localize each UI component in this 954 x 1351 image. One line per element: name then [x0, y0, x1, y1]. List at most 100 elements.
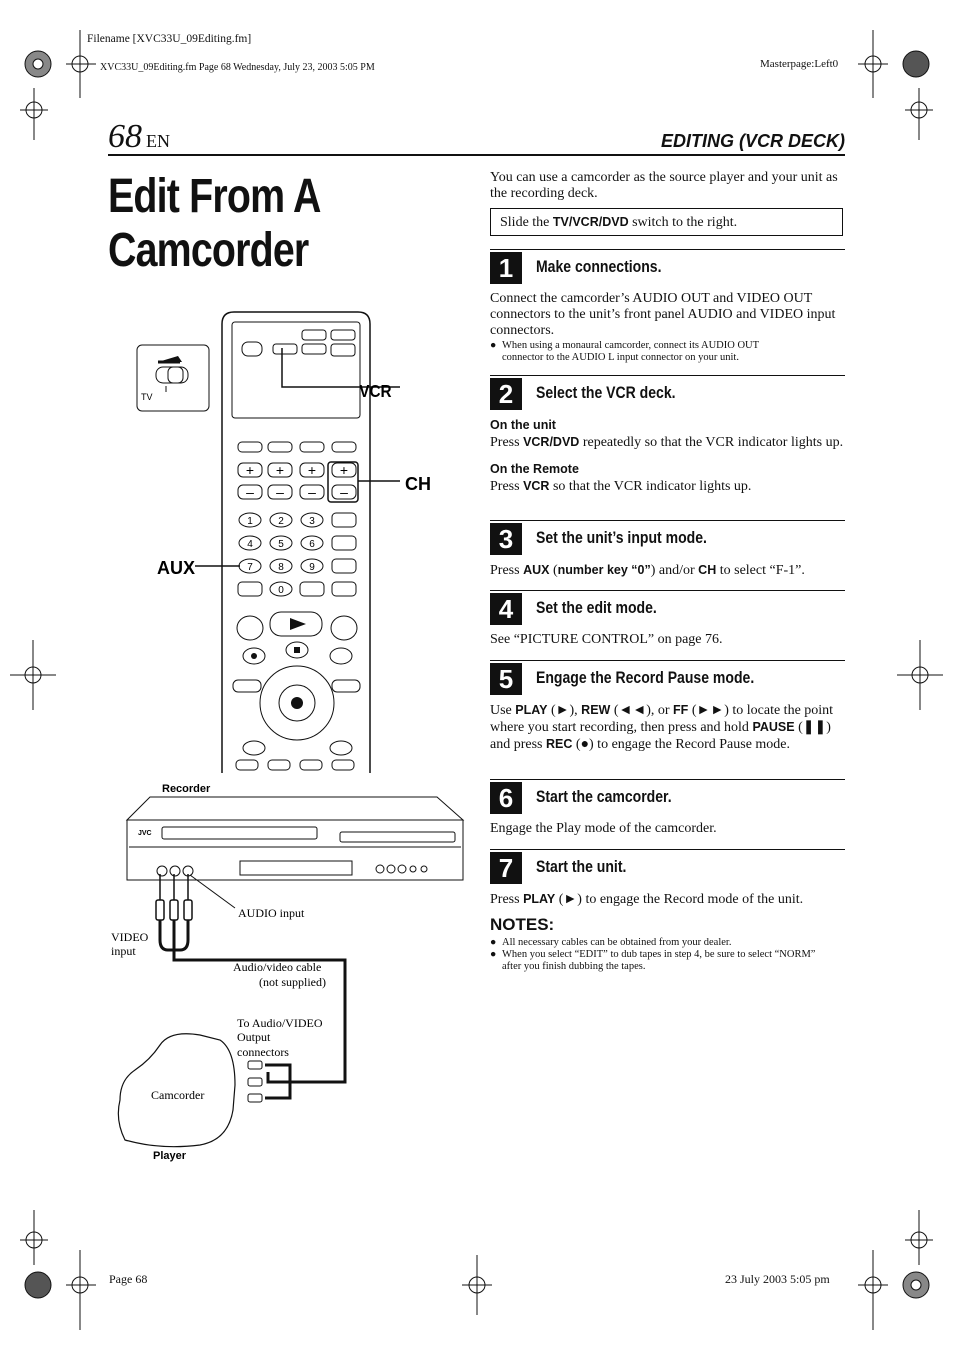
- step-rule: [490, 249, 845, 250]
- cable-label-1: Audio/video cable: [233, 960, 321, 974]
- video-input-label-1: VIDEO: [111, 930, 149, 944]
- header-fileinfo: XVC33U_09Editing.fm Page 68 Wednesday, J…: [100, 62, 375, 73]
- to-av-label-2: Output: [237, 1030, 271, 1044]
- on-unit-heading: On the unit: [490, 418, 556, 432]
- step-rule: [490, 660, 845, 661]
- section-title: EDITING (VCR DECK): [661, 131, 845, 151]
- switch-instruction-box: Slide the TV/VCR/DVD switch to the right…: [490, 208, 843, 236]
- step-number: 3: [490, 523, 522, 555]
- title-line-2: Camcorder: [108, 224, 309, 277]
- note-item: When you select “EDIT” to dub tapes in s…: [502, 949, 816, 972]
- tv-vcr-switch-inset: [136, 344, 210, 412]
- step-number: 7: [490, 852, 522, 884]
- text-bold: AUX: [523, 563, 550, 577]
- text: Use: [490, 703, 516, 718]
- video-input-label-2: input: [111, 944, 136, 958]
- svg-text:–: –: [308, 484, 316, 500]
- svg-text:5: 5: [278, 539, 284, 550]
- page-number: 68: [108, 118, 142, 155]
- notes-heading: NOTES:: [490, 915, 555, 934]
- step1-note-text: When using a monaural camcorder, connect…: [502, 340, 759, 363]
- svg-text:2: 2: [278, 516, 284, 527]
- text: Press: [490, 479, 524, 494]
- header-masterpage: Masterpage:Left0: [760, 58, 839, 70]
- text: so that the VCR indicator lights up.: [549, 479, 752, 494]
- text-bold: REC: [546, 737, 573, 751]
- header-filename: Filename [XVC33U_09Editing.fm]: [87, 33, 252, 45]
- svg-text:1: 1: [247, 516, 253, 527]
- box-text-post: switch to the right.: [628, 215, 738, 230]
- step-number: 6: [490, 782, 522, 814]
- svg-text:+: +: [340, 462, 348, 478]
- step-number: 4: [490, 593, 522, 625]
- svg-text:6: 6: [309, 539, 315, 550]
- connection-diagram: TV ++++ ––––: [111, 311, 465, 1162]
- svg-text:+: +: [246, 462, 254, 478]
- text: (◄◄), or: [610, 703, 674, 718]
- step-heading: Select the VCR deck.: [536, 384, 676, 402]
- cable-label-2: (not supplied): [259, 975, 326, 989]
- text-bold: REW: [581, 703, 611, 717]
- svg-text:+: +: [308, 462, 316, 478]
- text: (►) to engage the Record mode of the uni…: [555, 892, 804, 907]
- svg-text:9: 9: [309, 562, 315, 573]
- text: (: [549, 563, 558, 578]
- step-rule: [490, 520, 845, 521]
- step-heading: Start the unit.: [536, 858, 627, 876]
- text-bold: VCR/DVD: [523, 435, 580, 449]
- text: to select “F-1”.: [716, 563, 805, 578]
- box-text-pre: Slide the: [500, 215, 553, 230]
- callout-vcr: VCR: [359, 381, 391, 401]
- step6-body: Engage the Play mode of the camcorder.: [490, 821, 717, 836]
- text: (❚❚) and press: [490, 720, 831, 752]
- to-av-label-1: To Audio/VIDEO: [237, 1016, 323, 1030]
- title-line-1: Edit From A: [108, 170, 321, 223]
- callout-aux: AUX: [157, 558, 195, 578]
- step-rule: [490, 590, 845, 591]
- step5-body: Use PLAY (►), REW (◄◄), or FF (►►) to lo…: [490, 702, 845, 753]
- text: Press: [490, 892, 524, 907]
- on-remote-heading: On the Remote: [490, 462, 579, 476]
- text: ) and/or: [650, 563, 699, 578]
- svg-text:0: 0: [278, 585, 284, 596]
- svg-text:4: 4: [247, 539, 253, 550]
- footer-page: Page 68: [109, 1272, 148, 1286]
- svg-text:3: 3: [309, 516, 315, 527]
- step-heading: Engage the Record Pause mode.: [536, 669, 755, 687]
- text: (●) to engage the Record Pause mode.: [572, 737, 791, 752]
- tv-label: TV: [141, 392, 153, 402]
- svg-text:+: +: [276, 462, 284, 478]
- text: (►),: [547, 703, 582, 718]
- step7-body: Press PLAY (►) to engage the Record mode…: [490, 891, 845, 908]
- box-text-bold: TV/VCR/DVD: [552, 215, 629, 229]
- callout-ch: CH: [405, 474, 431, 494]
- page-title: Edit From A Camcorder: [108, 170, 452, 278]
- text-bold: PLAY: [515, 703, 548, 717]
- to-av-label-3: connectors: [237, 1045, 289, 1059]
- page-language: EN: [146, 131, 170, 151]
- step2-body: On the unit Press VCR/DVD repeatedly so …: [490, 417, 845, 495]
- page-number-block: 68 EN: [108, 120, 170, 154]
- text: repeatedly so that the VCR indicator lig…: [579, 435, 844, 450]
- player-label: Player: [153, 1150, 187, 1162]
- step-rule: [490, 849, 845, 850]
- vcr-dvd-recorder: [125, 796, 465, 881]
- camcorder-label: Camcorder: [151, 1088, 204, 1102]
- text-bold: VCR: [523, 479, 550, 493]
- text: Press: [490, 435, 524, 450]
- intro-text: You can use a camcorder as the source pl…: [490, 170, 838, 201]
- step-heading: Start the camcorder.: [536, 788, 672, 806]
- step-heading: Set the edit mode.: [536, 599, 657, 617]
- step-number: 5: [490, 663, 522, 695]
- step-heading: Set the unit’s input mode.: [536, 529, 707, 547]
- text: (►►) to locate the point where you start…: [490, 703, 834, 735]
- header-rule: [108, 154, 845, 156]
- text-bold: PLAY: [523, 892, 556, 906]
- step4-body: See “PICTURE CONTROL” on page 76.: [490, 632, 723, 647]
- text-bold: PAUSE: [752, 720, 795, 734]
- brand-logo-jvc: JVC: [138, 830, 152, 837]
- step3-body: Press AUX (number key “0”) and/or CH to …: [490, 562, 845, 579]
- svg-text:–: –: [246, 484, 254, 500]
